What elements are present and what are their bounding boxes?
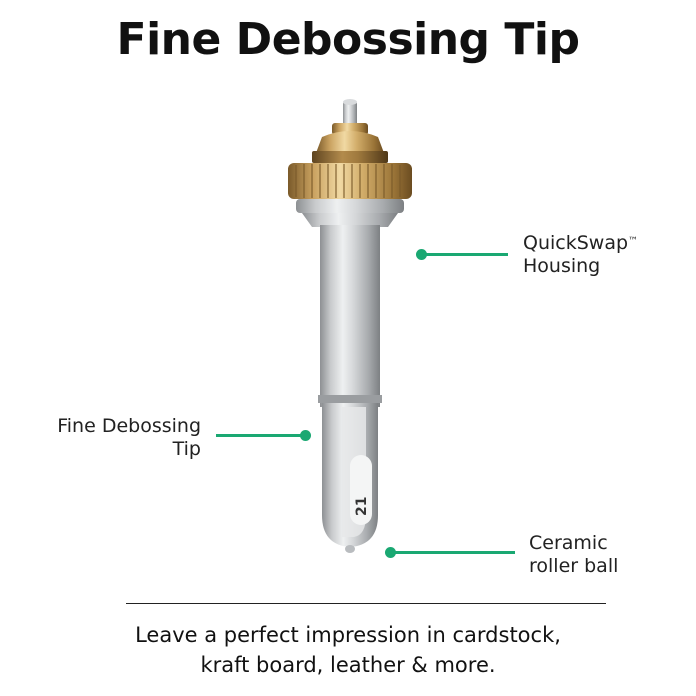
ball-callout-line (391, 551, 515, 554)
tip-callout-dot (300, 430, 311, 441)
page-title: Fine Debossing Tip (116, 14, 580, 65)
ball-label-line2: roller ball (529, 555, 619, 577)
ball-callout-dot (385, 547, 396, 558)
top-pin (343, 101, 357, 127)
debossing-tip-illustration: 21 (288, 99, 412, 553)
housing-callout-line (422, 253, 508, 256)
gear-ring (288, 163, 412, 199)
tip-label-line1: Fine Debossing (57, 415, 201, 437)
tip-number-badge (350, 455, 372, 525)
divider (126, 603, 606, 604)
roller-ball (345, 545, 355, 553)
tip-label: Fine Debossing Tip (40, 415, 201, 461)
ball-label-line1: Ceramic (529, 532, 608, 554)
tip-number: 21 (354, 497, 370, 516)
tagline: Leave a perfect impression in cardstock,… (0, 620, 696, 680)
trademark-symbol: ™ (628, 236, 639, 247)
tagline-line1: Leave a perfect impression in cardstock, (135, 623, 561, 647)
housing-callout-dot (416, 249, 427, 260)
housing-label-line2: Housing (523, 255, 601, 277)
housing-label-line1: QuickSwap (523, 232, 629, 254)
tip-callout-line (216, 434, 304, 437)
tagline-line2: kraft board, leather & more. (200, 653, 496, 677)
ball-label: Ceramic roller ball (529, 532, 618, 578)
tip-label-line2: Tip (172, 438, 201, 460)
housing-body (320, 225, 380, 407)
housing-label: QuickSwap™ Housing (523, 232, 638, 278)
